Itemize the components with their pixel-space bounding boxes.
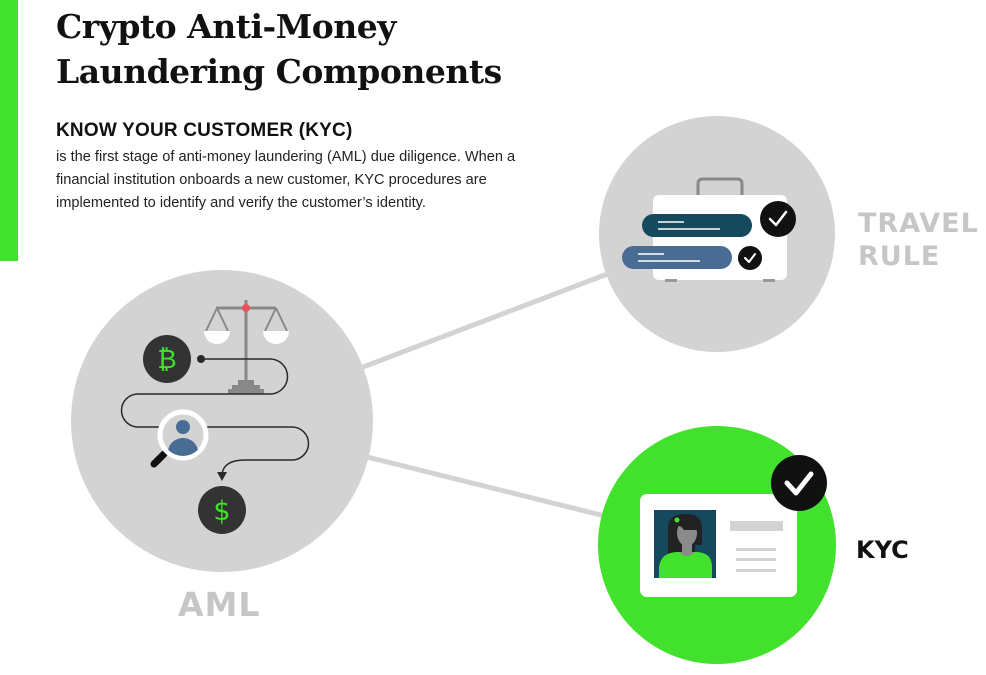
connector-aml-travel <box>362 270 611 370</box>
kyc-description: is the first stage of anti-money launder… <box>56 149 516 211</box>
aml-circle <box>71 270 373 572</box>
kyc-heading: KNOW YOUR CUSTOMER (KYC) <box>56 120 353 141</box>
check-badge-icon <box>771 455 827 511</box>
kyc-node <box>598 426 836 664</box>
magnifier-user-icon <box>150 409 209 468</box>
scale-pivot-dot <box>242 304 250 312</box>
check-icon <box>760 201 796 237</box>
aml-node: ₿ $ <box>71 270 373 572</box>
record-bar-2 <box>622 246 732 269</box>
travel-rule-node <box>599 116 835 352</box>
bitcoin-coin-icon: ₿ <box>143 335 191 383</box>
aml-label: AML <box>178 585 261 624</box>
title-line-2: Laundering Components <box>56 52 502 91</box>
accent-bar <box>0 0 18 261</box>
dollar-symbol: $ <box>213 496 230 527</box>
page-title: Crypto Anti-Money Laundering Components <box>56 4 502 94</box>
id-card-icon <box>640 494 797 597</box>
travel-rule-label-line-1: TRAVEL <box>858 208 979 239</box>
bitcoin-symbol: ₿ <box>157 345 176 375</box>
title-line-1: Crypto Anti-Money <box>56 7 396 46</box>
flow-arrow-icon <box>217 472 227 481</box>
flow-path <box>120 358 310 475</box>
travel-rule-label: TRAVEL RULE <box>858 207 979 273</box>
id-name-bar <box>730 521 783 531</box>
travel-rule-label-line-2: RULE <box>858 241 941 272</box>
flow-start-dot <box>197 355 205 363</box>
check-small-icon <box>738 246 762 270</box>
scale-icon <box>204 300 289 394</box>
kyc-label: KYC <box>856 536 909 564</box>
connector-aml-kyc <box>366 454 606 519</box>
record-bar-1 <box>642 214 752 237</box>
suitcase-icon <box>622 177 787 282</box>
dollar-coin-icon: $ <box>198 486 246 534</box>
